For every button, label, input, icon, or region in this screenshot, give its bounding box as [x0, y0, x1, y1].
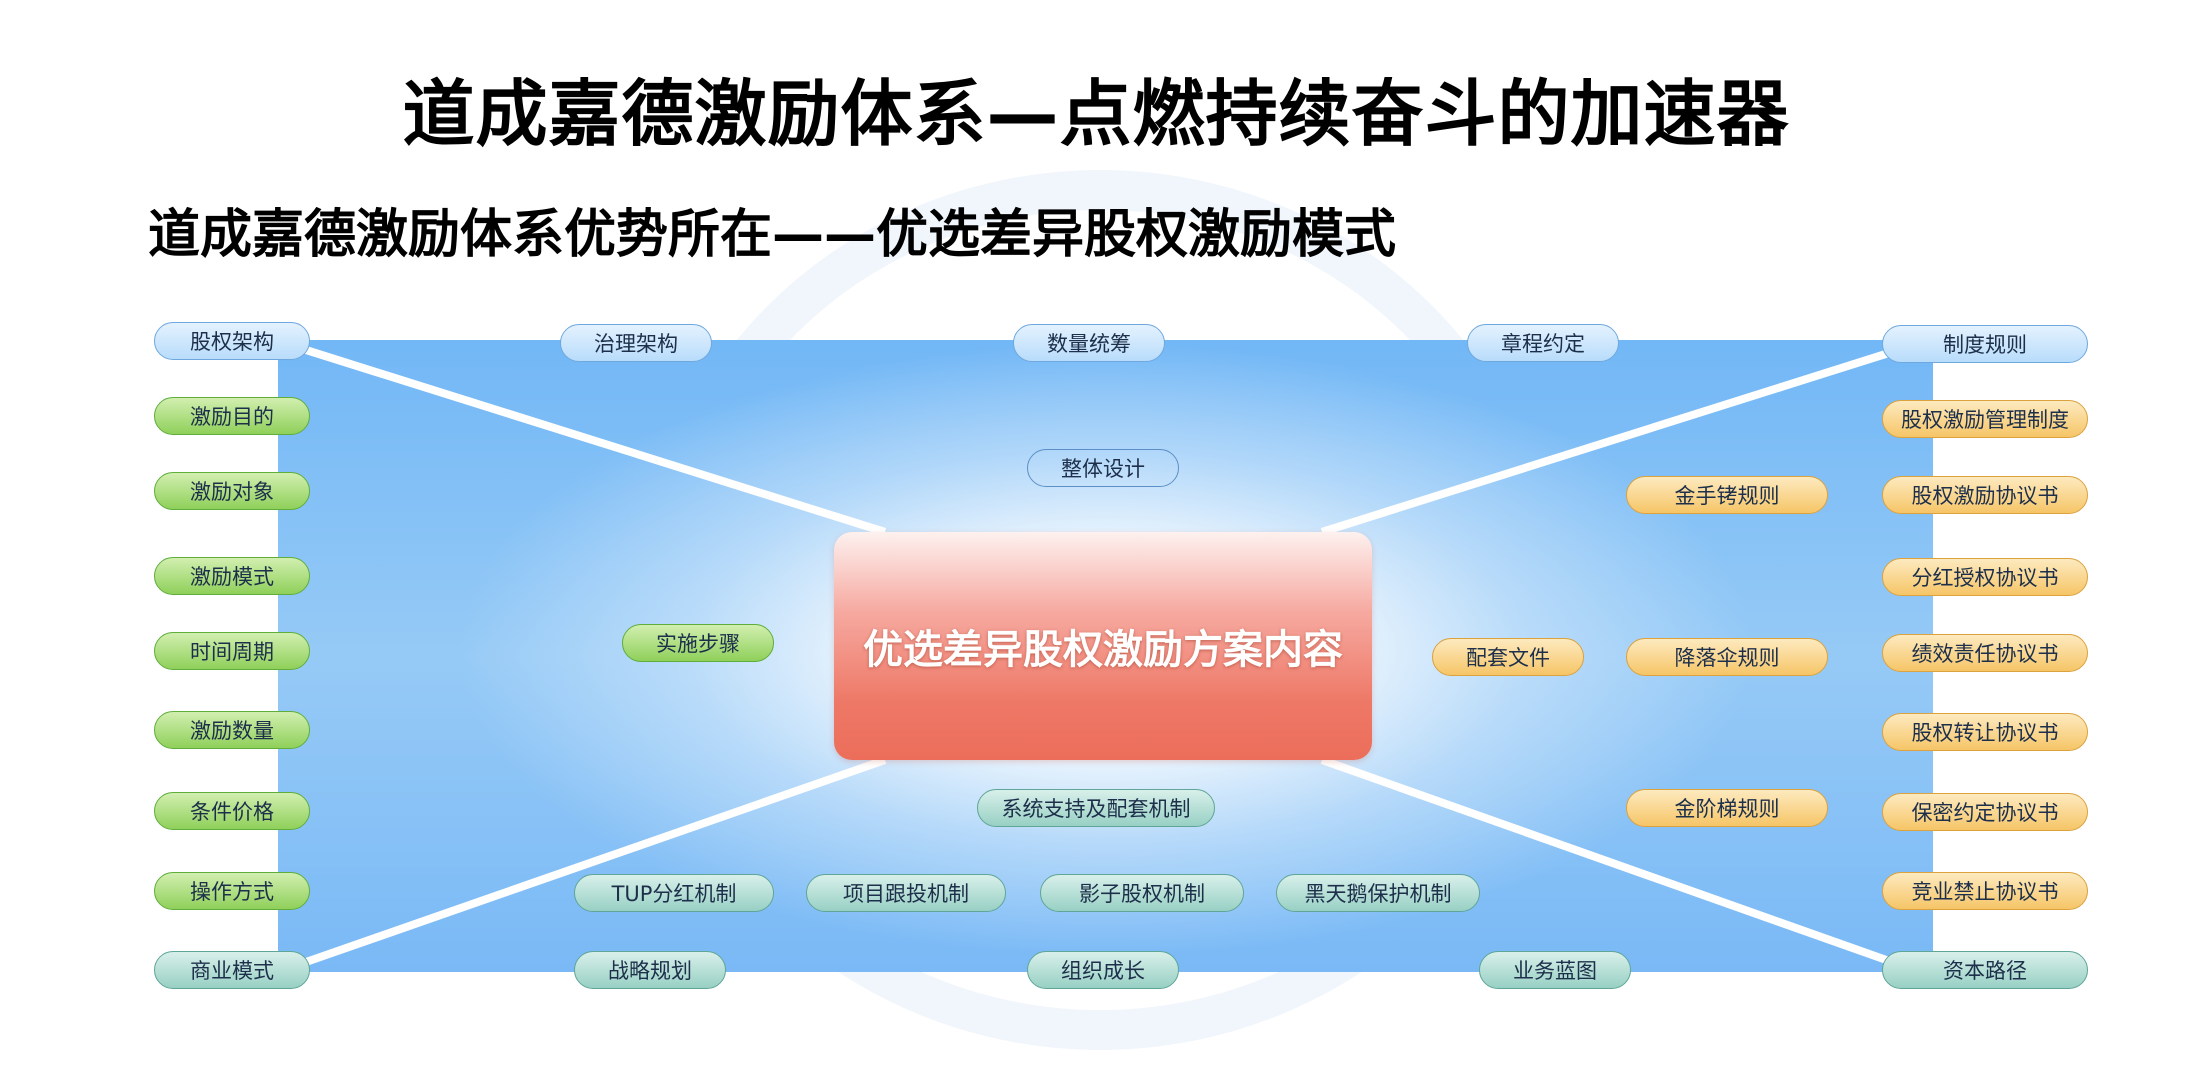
left-item-time-period: 时间周期: [154, 632, 310, 670]
right-item-rules: 制度规则: [1882, 325, 2088, 363]
bottom-item-org-growth: 组织成长: [1027, 951, 1179, 989]
mechanism-black-swan: 黑天鹅保护机制: [1276, 874, 1480, 912]
left-item-incentive-target: 激励对象: [154, 472, 310, 510]
left-item-equity-structure: 股权架构: [154, 322, 310, 360]
connector-bottom-left: [304, 756, 887, 966]
rule-golden-ladder: 金阶梯规则: [1626, 789, 1828, 827]
connector-top-right: [1320, 348, 1894, 536]
left-item-operation-method: 操作方式: [154, 872, 310, 910]
right-item-performance-agreement: 绩效责任协议书: [1882, 634, 2088, 672]
implementation-steps: 实施步骤: [622, 624, 774, 662]
right-item-confidentiality-agreement: 保密约定协议书: [1882, 793, 2088, 831]
right-item-management-system: 股权激励管理制度: [1882, 400, 2088, 438]
mechanism-project-coinvest: 项目跟投机制: [806, 874, 1006, 912]
connector-bottom-right: [1320, 756, 1894, 966]
connector-top-left: [304, 346, 887, 536]
page-title: 道成嘉德激励体系—点燃持续奋斗的加速器: [402, 72, 1790, 156]
center-label: 优选差异股权激励方案内容: [863, 627, 1343, 673]
right-item-noncompete-agreement: 竞业禁止协议书: [1882, 872, 2088, 910]
supporting-docs: 配套文件: [1432, 638, 1584, 676]
bottom-item-business-blueprint: 业务蓝图: [1479, 951, 1631, 989]
top-item-governance: 治理架构: [560, 324, 712, 362]
left-item-condition-price: 条件价格: [154, 792, 310, 830]
mechanism-tup-dividend: TUP分红机制: [574, 874, 774, 912]
right-item-dividend-agreement: 分红授权协议书: [1882, 558, 2088, 596]
page-subtitle: 道成嘉德激励体系优势所在——优选差异股权激励模式: [148, 205, 1397, 265]
left-item-incentive-mode: 激励模式: [154, 557, 310, 595]
right-item-equity-agreement: 股权激励协议书: [1882, 476, 2088, 514]
rule-golden-parachute: 降落伞规则: [1626, 638, 1828, 676]
left-item-incentive-purpose: 激励目的: [154, 397, 310, 435]
bottom-item-strategy: 战略规划: [574, 951, 726, 989]
right-item-capital-path: 资本路径: [1882, 951, 2088, 989]
rule-golden-handcuffs: 金手铐规则: [1626, 476, 1828, 514]
left-item-incentive-quantity: 激励数量: [154, 711, 310, 749]
system-support: 系统支持及配套机制: [977, 789, 1215, 827]
overall-design-label: 整体设计: [1027, 449, 1179, 487]
center-box: 优选差异股权激励方案内容: [834, 532, 1372, 760]
right-item-transfer-agreement: 股权转让协议书: [1882, 713, 2088, 751]
mechanism-shadow-equity: 影子股权机制: [1040, 874, 1244, 912]
top-item-quantity-planning: 数量统筹: [1013, 324, 1165, 362]
left-item-business-model: 商业模式: [154, 951, 310, 989]
top-item-charter: 章程约定: [1467, 324, 1619, 362]
